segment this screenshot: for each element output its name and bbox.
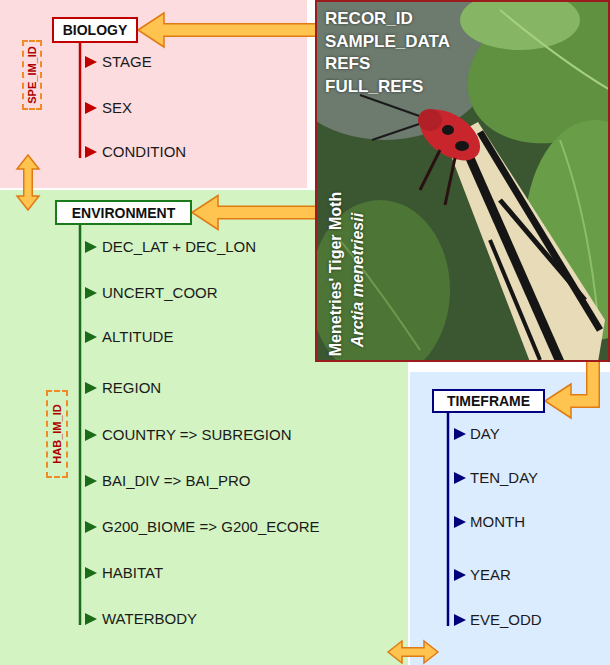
field-label: TEN_DAY (470, 469, 538, 487)
field-label: COUNTRY => SUBREGION (102, 426, 292, 444)
field-label: STAGE (102, 53, 152, 71)
group-heading: BIOLOGY (52, 17, 138, 43)
field-label: MONTH (470, 513, 525, 531)
heading-text: TIMEFRAME (447, 393, 530, 409)
id-box: SPE_IM_ID (22, 40, 42, 110)
species-name: Menetries' Tiger Moth (326, 192, 345, 356)
arrow-head (192, 196, 218, 230)
block-arrow (192, 196, 315, 230)
id-box: HAB_IM_ID (46, 390, 68, 478)
group-heading: TIMEFRAME (432, 389, 545, 413)
arrow-fill (25, 166, 32, 199)
id-text: HAB_IM_ID (51, 404, 64, 463)
panel-ground (410, 372, 610, 665)
record-field: REFS (325, 53, 370, 75)
field-label: G200_BIOME => G200_ECORE (102, 518, 320, 536)
block-arrow (138, 13, 315, 47)
field-label: DAY (470, 425, 500, 443)
arrow-fill (215, 207, 315, 218)
arrow-head (545, 384, 571, 418)
record-field: SAMPLE_DATA (325, 31, 450, 53)
group-heading: ENVIRONMENT (55, 200, 192, 225)
environment-panel: ENVIRONMENT HAB_IM_ID DEC_LAT + DEC_LON UNC… (0, 190, 408, 665)
block-arrow (388, 641, 438, 663)
arrow-head (138, 13, 164, 47)
record-field: FULL_REFS (325, 76, 423, 98)
field-label: BAI_DIV => BAI_PRO (102, 472, 250, 490)
field-label: WATERBODY (102, 610, 197, 628)
moth-photo (315, 0, 610, 362)
timeframe-stem (448, 413, 466, 626)
arrow-fill (568, 362, 593, 401)
field-label: EVE_ODD (470, 611, 542, 629)
block-arrow (17, 155, 39, 210)
timeframe-panel: TIMEFRAME DAY TEN_DAY MONTH YEAR EVE_ODD (410, 372, 610, 665)
field-label: REGION (102, 379, 161, 397)
arrow-fill (161, 25, 315, 36)
heading-text: ENVIRONMENT (72, 205, 175, 221)
block-arrow (545, 362, 593, 418)
record-photo: RECOR_IDSAMPLE_DATAREFSFULL_REFS Menetrie… (315, 0, 610, 362)
id-text: SPE_IM_ID (26, 46, 39, 103)
field-label: ALTITUDE (102, 328, 173, 346)
arrow-fill (399, 649, 427, 656)
species-name: Arctia menetriesii (348, 213, 367, 347)
field-label: CONDITION (102, 143, 186, 161)
biology-panel: BIOLOGY SPE_IM_ID STAGE SEX CONDITION (0, 0, 307, 188)
field-label: DEC_LAT + DEC_LON (102, 238, 256, 256)
field-label: UNCERT_COOR (102, 284, 218, 302)
field-label: HABITAT (102, 564, 163, 582)
field-label: YEAR (470, 566, 511, 584)
field-label: SEX (102, 99, 132, 117)
heading-text: BIOLOGY (63, 22, 128, 38)
environment-stem (80, 225, 97, 625)
record-field: RECOR_ID (325, 8, 413, 30)
biology-stem (80, 43, 97, 158)
